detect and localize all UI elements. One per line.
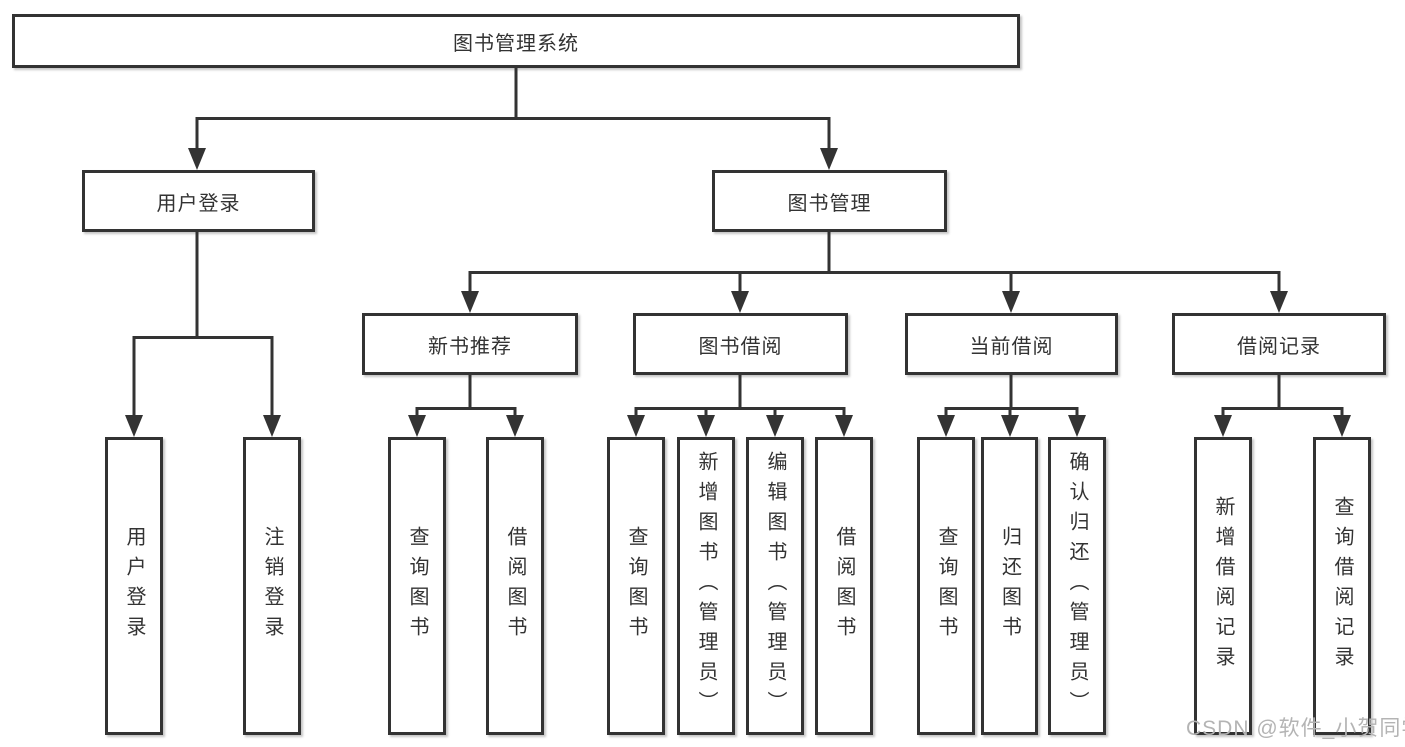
leaf-label: 用户登录 [123, 526, 145, 646]
leaf-label: 新增图书（管理员） [695, 451, 717, 721]
connector-user-login-to-leaves [125, 232, 281, 437]
node-library-management-system: 图书管理系统 [12, 14, 1020, 68]
leaf-logout-login: 注销登录 [243, 437, 301, 735]
leaf-label: 归还图书 [998, 526, 1021, 646]
node-label: 图书借阅 [698, 335, 783, 358]
leaf-add-borrow-record: 新增借阅记录 [1194, 437, 1252, 735]
leaf-query-book-borrow: 查询图书 [607, 437, 665, 735]
csdn-watermark: CSDN @软件_小贺同学 [1186, 717, 1405, 740]
leaf-borrow-book-recommend: 借阅图书 [486, 437, 544, 735]
leaf-query-book-current: 查询图书 [917, 437, 975, 735]
leaf-user-login: 用户登录 [105, 437, 163, 735]
node-label: 新书推荐 [428, 335, 512, 358]
leaf-add-book-admin: 新增图书（管理员） [677, 437, 735, 735]
node-label: 图书管理 [787, 192, 872, 215]
leaf-label: 查询图书 [406, 526, 428, 646]
node-new-book-recommend: 新书推荐 [362, 313, 578, 375]
leaf-label: 借阅图书 [833, 526, 855, 646]
leaf-label: 借阅图书 [504, 526, 526, 646]
node-book-borrow: 图书借阅 [633, 313, 848, 375]
leaf-label: 查询图书 [625, 526, 647, 646]
leaf-borrow-book: 借阅图书 [815, 437, 873, 735]
leaf-edit-book-admin: 编辑图书（管理员） [746, 437, 804, 735]
connector-root-to-level2 [188, 68, 838, 170]
node-borrow-records: 借阅记录 [1172, 313, 1386, 375]
leaf-label: 注销登录 [261, 526, 283, 646]
node-user-login: 用户登录 [82, 170, 315, 232]
leaf-return-book: 归还图书 [981, 437, 1038, 735]
leaf-label: 新增借阅记录 [1212, 496, 1234, 676]
leaf-label: 查询借阅记录 [1331, 496, 1353, 676]
leaf-label: 确认归还（管理员） [1066, 451, 1088, 721]
node-label: 借阅记录 [1237, 335, 1321, 358]
connector-current-borrow-to-leaves [937, 375, 1086, 437]
node-label: 用户登录 [156, 192, 241, 215]
node-current-borrow: 当前借阅 [905, 313, 1118, 375]
connector-book-borrow-to-leaves [627, 375, 853, 437]
leaf-query-borrow-record: 查询借阅记录 [1313, 437, 1371, 735]
leaf-label: 编辑图书（管理员） [764, 451, 786, 721]
leaf-confirm-return-admin: 确认归还（管理员） [1048, 437, 1106, 735]
leaf-query-book-recommend: 查询图书 [388, 437, 446, 735]
connector-borrow-records-to-leaves [1214, 375, 1351, 437]
node-label: 当前借阅 [969, 335, 1054, 358]
leaf-label: 查询图书 [935, 526, 957, 646]
connector-new-book-recommend-to-leaves [408, 375, 524, 437]
node-label: 图书管理系统 [453, 32, 579, 55]
connector-book-management-to-level3 [461, 232, 1288, 313]
node-book-management: 图书管理 [712, 170, 947, 232]
